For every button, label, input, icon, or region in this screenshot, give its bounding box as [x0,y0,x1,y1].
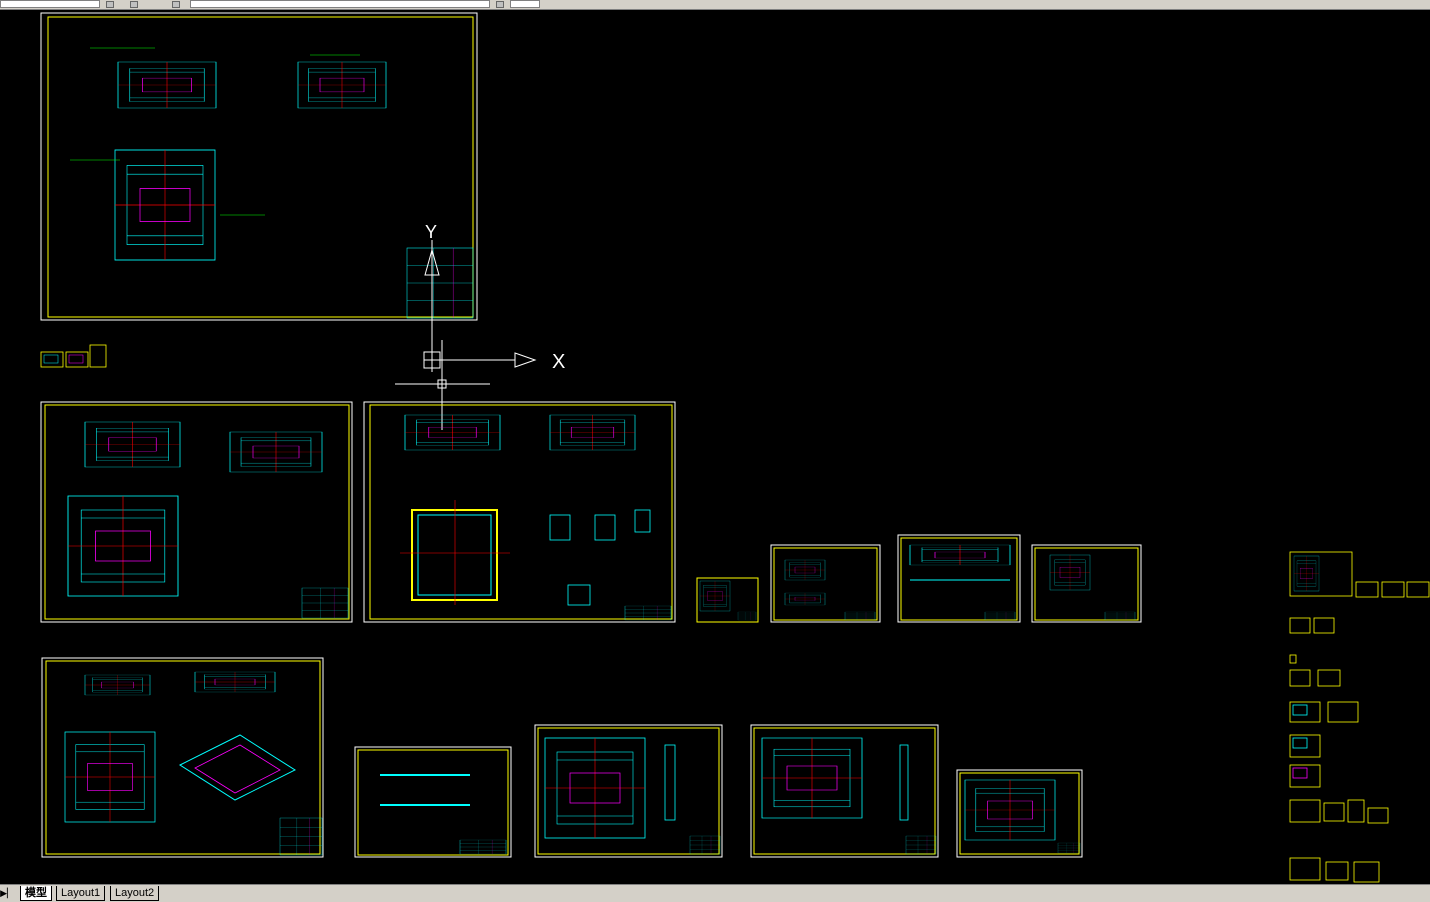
drawing-sheet[interactable] [897,534,1021,623]
layer-icon[interactable] [106,1,114,8]
tab-layout2[interactable]: Layout2 [110,886,160,901]
drawing-sheet[interactable] [354,746,512,858]
drawing-thumbnail[interactable] [40,344,107,368]
first-tab-icon[interactable]: ▶▏ [0,888,14,898]
drawing-thumbnail[interactable] [1289,551,1430,883]
drawing-sheet[interactable] [750,724,939,858]
ucs-y-label: Y [425,222,437,242]
layout-tab-bar: ▶▏ 模型 Layout1 Layout2 [0,884,1430,902]
drawing-canvas[interactable]: X Y [0,10,1430,884]
drawing-sheet[interactable] [770,544,881,623]
drawing-sheet[interactable] [41,657,324,858]
layer-previous-icon[interactable] [130,1,138,8]
drawing-sheet[interactable] [1031,544,1142,623]
layer-dropdown[interactable] [0,0,100,8]
drawing-sheet[interactable] [40,12,478,321]
ucs-x-label: X [552,351,565,373]
drawing-sheet[interactable] [40,401,353,623]
layer-manager-icon[interactable] [172,1,180,8]
color-dropdown[interactable] [510,0,540,8]
drawing-sheet[interactable] [363,401,676,623]
drawing-sheet[interactable] [956,769,1083,858]
drawing-sheet[interactable] [696,577,759,623]
make-current-icon[interactable] [496,1,504,8]
tab-layout1[interactable]: Layout1 [56,886,106,901]
layer-control-dropdown[interactable] [190,0,490,8]
toolbar [0,0,1430,10]
drawing-sheet[interactable] [534,724,723,858]
tab-model[interactable]: 模型 [20,886,52,901]
